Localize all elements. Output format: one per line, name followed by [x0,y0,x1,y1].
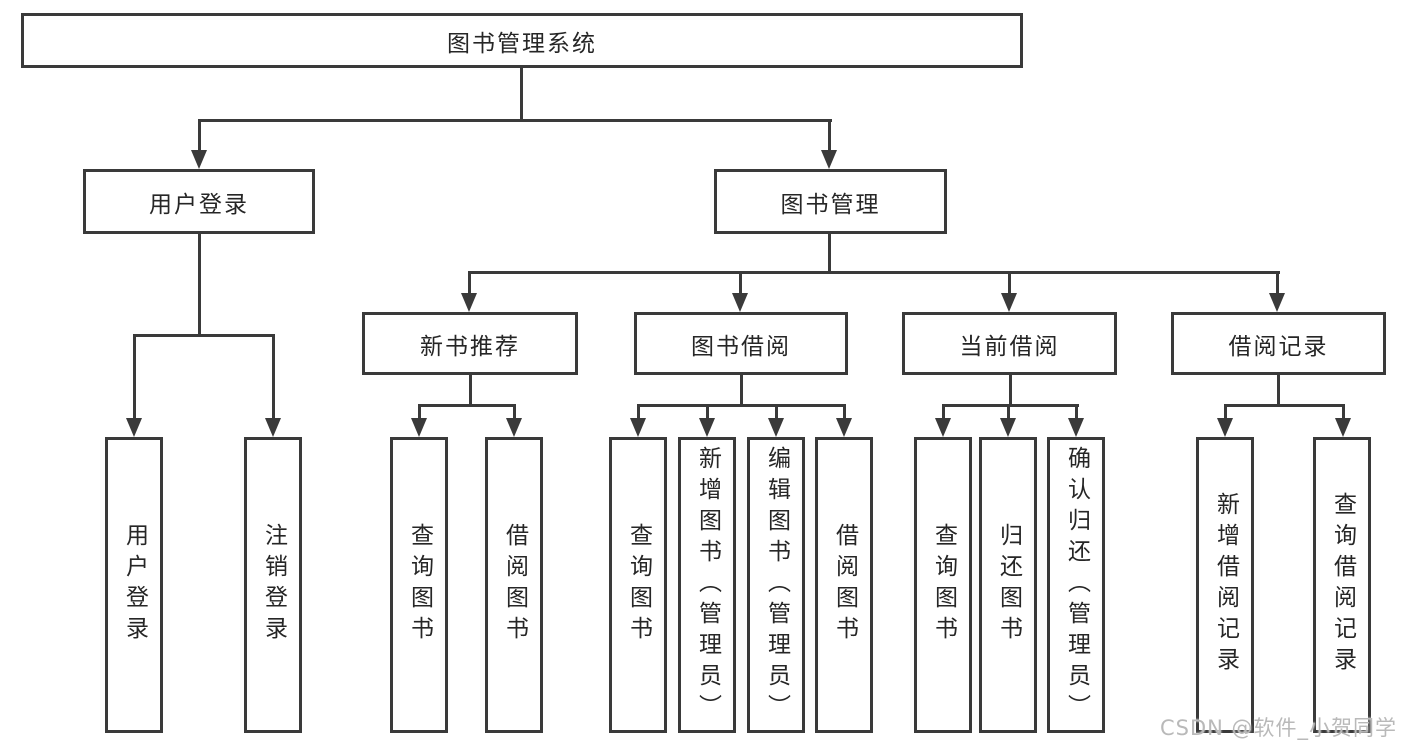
csdn-watermark: CSDN @软件_小贺同学 [1160,716,1398,740]
connector-rail [418,404,516,407]
arrowhead-icon [935,418,951,437]
leaf-label: 编辑图书（管理员） [763,445,790,725]
leaf-confirm-return-admin: 确认归还（管理员） [1047,437,1105,733]
connector-drop [706,404,709,420]
leaf-label: 查询图书 [930,523,957,647]
connector-drop [1075,404,1078,420]
leaf-label: 查询借阅记录 [1329,492,1356,678]
arrowhead-icon [265,418,281,437]
leaf-borrow-books: 借阅图书 [485,437,543,733]
leaf-label: 新增图书（管理员） [694,445,721,725]
node-label: 新书推荐 [420,333,520,360]
leaf-query-books: 查询图书 [914,437,972,733]
node-current-borrowing: 当前借阅 [902,312,1117,375]
node-label: 借阅记录 [1228,333,1329,360]
node-borrowing-records: 借阅记录 [1171,312,1386,375]
connector-drop [739,271,742,295]
connector-drop [1276,271,1279,295]
node-library-system: 图书管理系统 [21,13,1023,68]
node-label: 用户登录 [149,191,249,218]
leaf-edit-books-admin: 编辑图书（管理员） [747,437,805,733]
connector-drop [942,404,945,420]
leaf-label: 借阅图书 [831,523,858,647]
connector-drop [1224,404,1227,420]
leaf-borrow-books: 借阅图书 [815,437,873,733]
arrowhead-icon [821,150,837,169]
arrowhead-icon [126,418,142,437]
connector-rail [637,404,846,407]
connector-drop [775,404,778,420]
arrowhead-icon [411,418,427,437]
node-new-book-recommendation: 新书推荐 [362,312,578,375]
node-label: 图书管理系统 [447,30,597,57]
node-book-management: 图书管理 [714,169,947,234]
connector-user-login-trunk [198,234,201,337]
leaf-label: 用户登录 [121,523,148,647]
node-user-login: 用户登录 [83,169,315,234]
connector-drop [1342,404,1345,420]
leaf-label: 确认归还（管理员） [1063,445,1090,725]
connector-rail [942,404,1079,407]
arrowhead-icon [461,293,477,312]
arrowhead-icon [1068,418,1084,437]
node-label: 图书管理 [780,191,881,218]
connector-drop [513,404,516,420]
connector-drop [272,334,275,420]
arrowhead-icon [1269,293,1285,312]
leaf-label: 注销登录 [260,523,287,647]
leaf-label: 借阅图书 [501,523,528,647]
arrowhead-icon [191,150,207,169]
leaf-return-books: 归还图书 [979,437,1037,733]
connector-drop [468,271,471,295]
connector-drop [843,404,846,420]
leaf-label: 查询图书 [406,523,433,647]
leaf-label: 查询图书 [625,523,652,647]
leaf-label: 归还图书 [995,523,1022,647]
node-label: 当前借阅 [959,333,1060,360]
connector-drop [828,119,831,152]
connector-trunk [1277,375,1280,407]
arrowhead-icon [1001,293,1017,312]
connector-trunk [469,375,472,407]
connector-level3-rail [468,271,1280,274]
arrowhead-icon [1335,418,1351,437]
connector-book-mgmt-trunk [828,234,831,274]
arrowhead-icon [836,418,852,437]
connector-drop [198,119,201,152]
arrowhead-icon [1217,418,1233,437]
node-label: 图书借阅 [691,333,791,360]
connector-trunk [1009,375,1012,407]
connector-drop [1007,404,1010,420]
node-book-borrowing: 图书借阅 [634,312,848,375]
arrowhead-icon [768,418,784,437]
leaf-label: 新增借阅记录 [1212,492,1239,678]
leaf-logout: 注销登录 [244,437,302,733]
arrowhead-icon [732,293,748,312]
connector-drop [133,334,136,420]
arrowhead-icon [699,418,715,437]
arrowhead-icon [1000,418,1016,437]
connector-level2-rail [198,119,832,122]
arrowhead-icon [630,418,646,437]
leaf-user-login: 用户登录 [105,437,163,733]
leaf-query-borrow-record: 查询借阅记录 [1313,437,1371,733]
arrowhead-icon [506,418,522,437]
connector-drop [418,404,421,420]
leaf-add-borrow-record: 新增借阅记录 [1196,437,1254,733]
connector-root-trunk [520,68,523,121]
leaf-add-books-admin: 新增图书（管理员） [678,437,736,733]
connector-drop [1008,271,1011,295]
connector-drop [637,404,640,420]
connector-trunk [740,375,743,407]
connector-rail [133,334,275,337]
connector-rail [1224,404,1345,407]
leaf-query-books: 查询图书 [390,437,448,733]
leaf-query-books: 查询图书 [609,437,667,733]
